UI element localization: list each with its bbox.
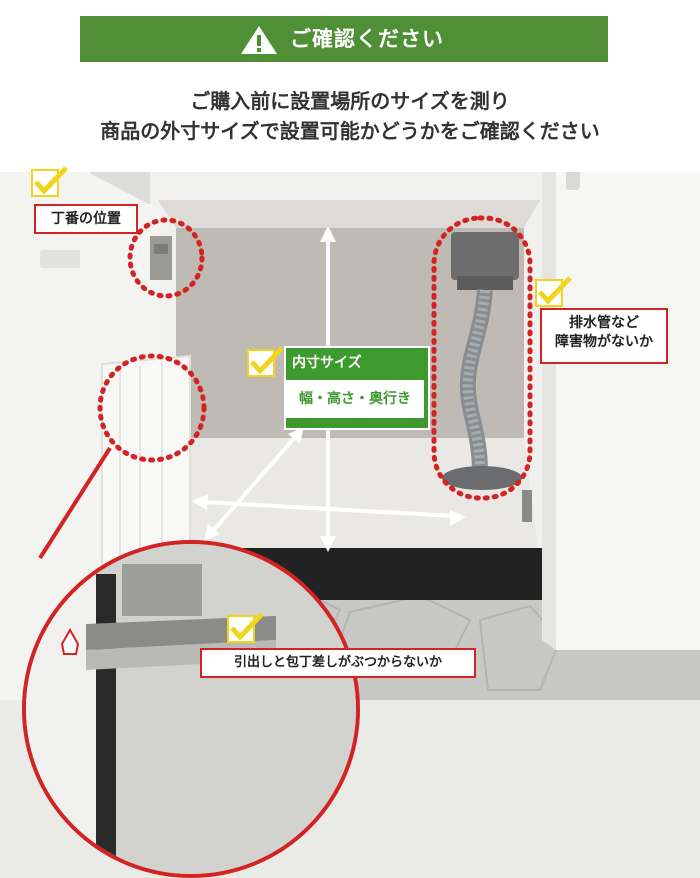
inner-size-title: 内寸サイズ (292, 355, 362, 371)
obstacle-callout: 排水管など 障害物がないか (540, 308, 668, 364)
drawer-inset-photo (22, 540, 360, 878)
notice-header (80, 16, 608, 62)
notice-line-1: ご購入前に設置場所のサイズを測り (190, 89, 510, 113)
obstacle-label-line-2: 障害物がないか (555, 334, 653, 350)
notice-line-2: 商品の外寸サイズで設置可能かどうかをご確認ください (100, 119, 600, 143)
check-icon (227, 612, 264, 643)
warning-icon (241, 26, 277, 54)
check-icon (31, 166, 68, 197)
notice-title: ご確認ください (290, 27, 444, 51)
drawer-label: 引出しと包丁差しがぶつからないか (233, 655, 442, 670)
inner-size-detail: 幅・高さ・奥行き (286, 380, 424, 418)
hinge-position-callout: 丁番の位置 (34, 204, 138, 234)
obstacle-label-line-1: 排水管など (569, 315, 639, 331)
drawer-callout: 引出しと包丁差しがぶつからないか (200, 648, 476, 678)
hinge-position-label: 丁番の位置 (51, 211, 121, 227)
check-icon (247, 346, 284, 377)
drawer-illustration (26, 544, 356, 874)
check-icon (535, 276, 572, 307)
